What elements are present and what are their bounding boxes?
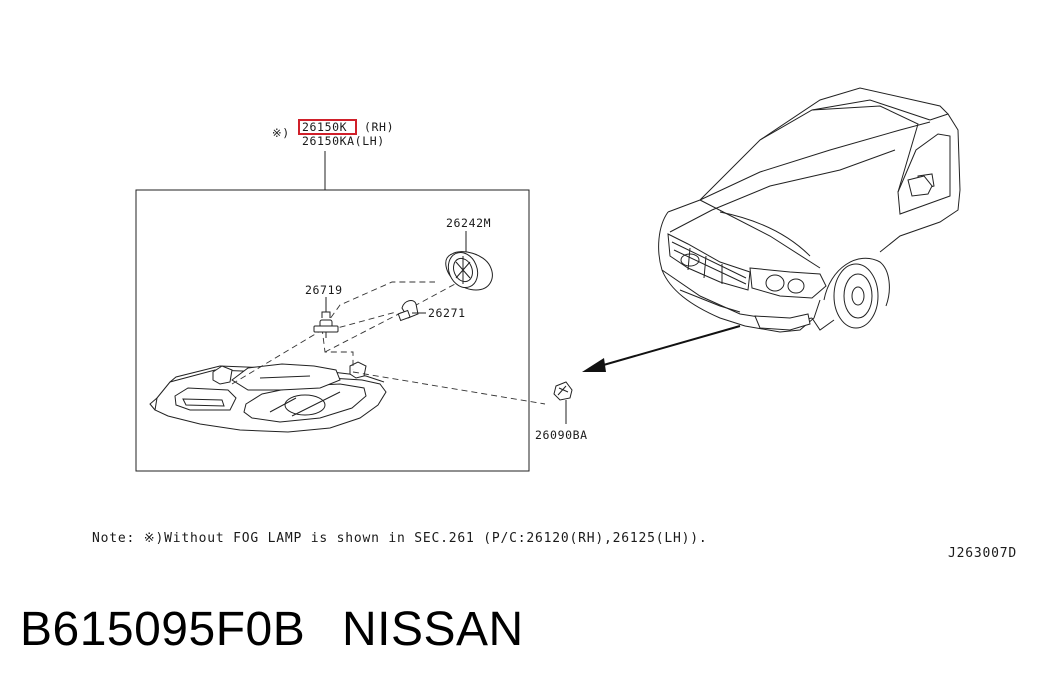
part-label-26150k[interactable]: 26150K — [302, 120, 347, 134]
grommet[interactable] — [553, 381, 573, 401]
fog-lamp-housing-illustration — [149, 361, 387, 433]
assembly-guide-lines — [231, 281, 546, 405]
highlighted-part-box[interactable] — [298, 119, 357, 135]
without-fog-lamp-symbol: ※) — [272, 126, 290, 140]
assembly-frame — [135, 189, 530, 472]
lamp-assembly-callout: ※) 26150K (RH) 26150KA(LH) — [272, 119, 394, 190]
footer-part-number: B615095F0B — [20, 603, 305, 656]
retainer-ring[interactable] — [443, 248, 493, 292]
bulb[interactable] — [397, 300, 419, 322]
car-illustration — [658, 87, 961, 333]
part-label-26242m[interactable]: 26242M — [446, 216, 491, 230]
part-label-26090ba[interactable]: 26090BA — [535, 428, 588, 442]
diagram-code: J263007D — [948, 546, 1017, 561]
location-arrow — [582, 325, 741, 372]
part-label-26150ka[interactable]: 26150KA(LH) — [302, 134, 385, 148]
diagram-note: Note: ※)Without FOG LAMP is shown in SEC… — [92, 531, 708, 546]
bulb-socket[interactable] — [313, 311, 339, 338]
part-label-rh-side: (RH) — [364, 120, 394, 134]
part-label-26271[interactable]: 26271 — [428, 306, 466, 320]
footer-brand: NISSAN — [342, 603, 524, 656]
part-label-26719[interactable]: 26719 — [305, 283, 343, 297]
